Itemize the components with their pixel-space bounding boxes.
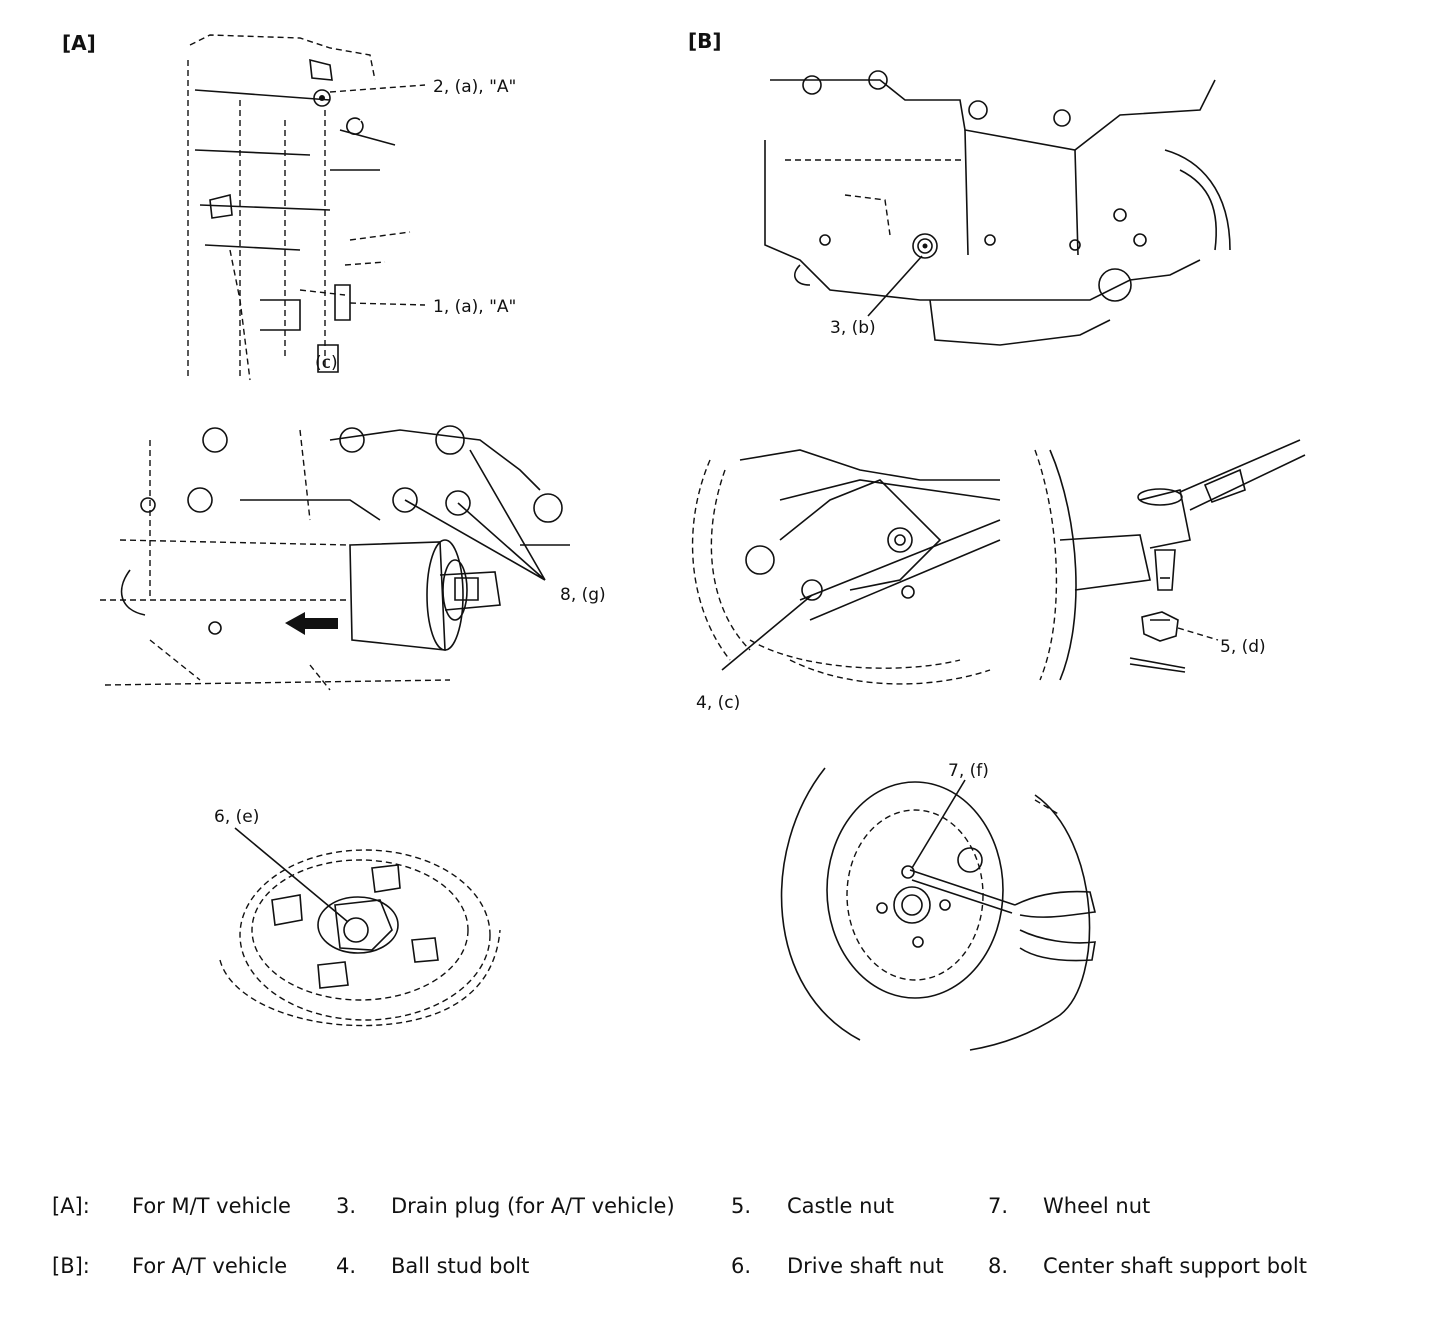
legend-text-8: Center shaft support bolt bbox=[1043, 1254, 1307, 1278]
legend-key-4: 4. bbox=[336, 1254, 357, 1278]
callout-1: 1, (a), "A" bbox=[433, 297, 516, 317]
legend-text-4: Ball stud bolt bbox=[391, 1254, 530, 1278]
callout-7: 7, (f) bbox=[948, 761, 989, 781]
legend-key-6: 6. bbox=[731, 1254, 752, 1278]
panel-label-a: [A] bbox=[62, 31, 96, 55]
legend-key-b: [B]: bbox=[52, 1254, 90, 1278]
legend-text-6: Drive shaft nut bbox=[787, 1254, 944, 1278]
callout-3: 3, (b) bbox=[830, 318, 876, 338]
tie-rod-figure bbox=[1034, 439, 1306, 681]
callout-8: 8, (g) bbox=[560, 585, 606, 605]
panel-label-b: [B] bbox=[688, 29, 722, 53]
at-transmission-figure bbox=[764, 70, 1231, 346]
legend-key-3: 3. bbox=[336, 1194, 357, 1218]
legend-text-5: Castle nut bbox=[787, 1194, 894, 1218]
callout-2: 2, (a), "A" bbox=[433, 77, 516, 97]
drive-shaft-nut-figure bbox=[219, 827, 501, 1027]
legend-text-b: For A/T vehicle bbox=[132, 1254, 288, 1278]
service-diagram: [A] [B] 2, (a), "A" 1, (a), "A" (c) bbox=[62, 29, 1306, 1051]
mt-transmission-figure bbox=[187, 34, 426, 381]
center-shaft-figure bbox=[100, 425, 570, 691]
callout-6: 6, (e) bbox=[214, 807, 259, 827]
legend-key-a: [A]: bbox=[52, 1194, 90, 1218]
legend-key-5: 5. bbox=[731, 1194, 752, 1218]
callout-4: 4, (c) bbox=[696, 693, 740, 713]
legend-text-3: Drain plug (for A/T vehicle) bbox=[391, 1194, 675, 1218]
wheel-nut-figure bbox=[780, 767, 1096, 1051]
legend-text-7: Wheel nut bbox=[1043, 1194, 1151, 1218]
legend-key-8: 8. bbox=[988, 1254, 1009, 1278]
legend-text-a: For M/T vehicle bbox=[132, 1194, 291, 1218]
callout-c: (c) bbox=[315, 353, 338, 373]
legend: [A]: For M/T vehicle 3. Drain plug (for … bbox=[0, 1180, 1456, 1320]
callout-5: 5, (d) bbox=[1220, 637, 1266, 657]
legend-key-7: 7. bbox=[988, 1194, 1009, 1218]
ball-stud-figure bbox=[691, 449, 1001, 685]
